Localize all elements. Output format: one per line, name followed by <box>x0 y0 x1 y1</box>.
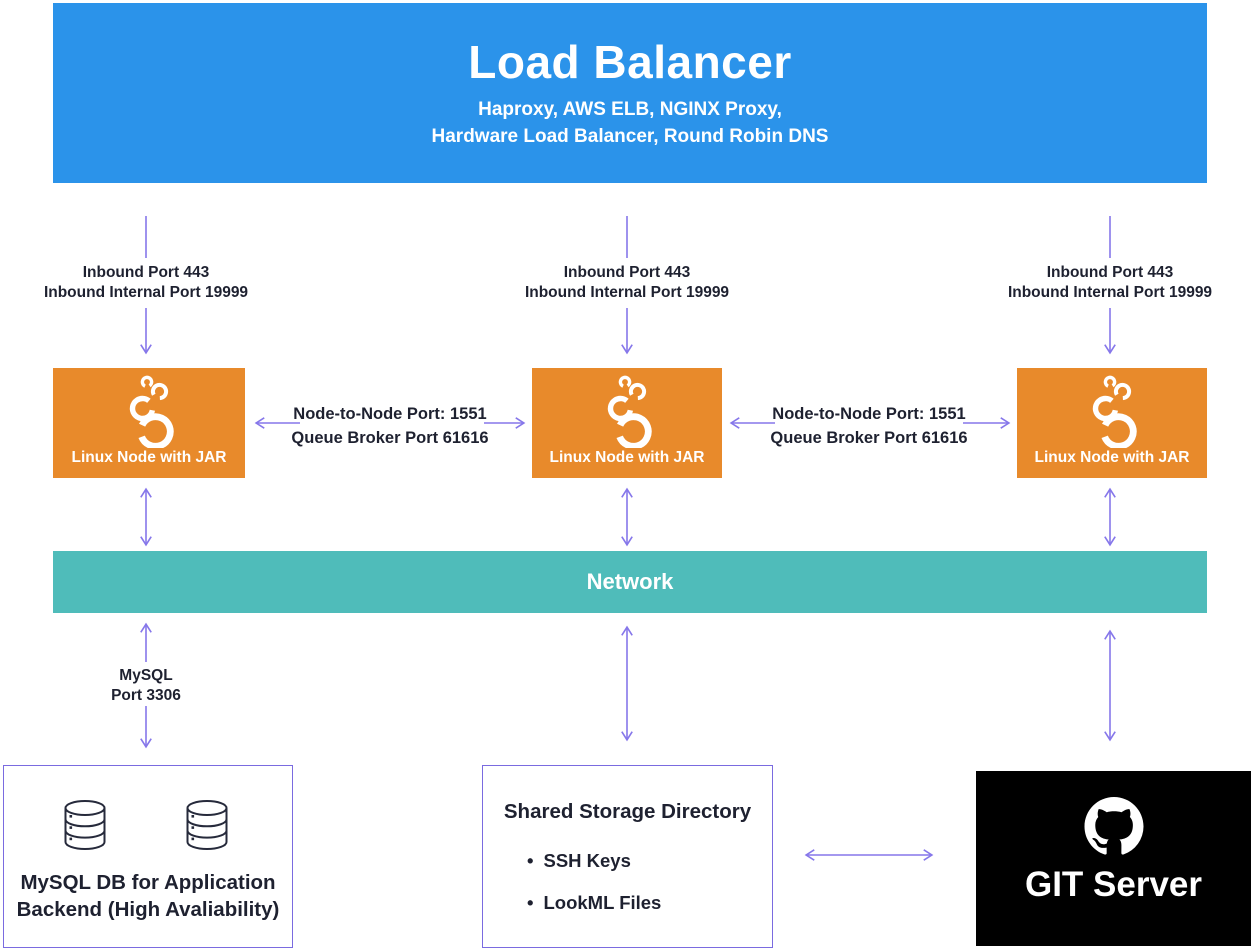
linux-node-box-2: Linux Node with JAR <box>532 368 722 478</box>
shared-storage-item-lookml-files: LookML Files <box>543 892 662 913</box>
load-balancer-subtitle-line2: Hardware Load Balancer, Round Robin DNS <box>431 126 829 147</box>
looker-rings-icon <box>129 375 174 448</box>
node-link-line2: Queue Broker Port 61616 <box>770 429 968 447</box>
mysql-port-line2: Port 3306 <box>111 687 181 704</box>
linux-node-label: Linux Node with JAR <box>71 449 227 466</box>
inbound-ports-line1: Inbound Port 443 <box>1046 264 1174 281</box>
git-server-label: GIT Server <box>1024 865 1203 904</box>
inbound-ports-line1: Inbound Port 443 <box>563 264 691 281</box>
shared-storage-box: Shared Storage Directory • SSH Keys • Look… <box>482 765 773 948</box>
shared-storage-list: • SSH Keys • LookML Files <box>527 840 772 924</box>
inbound-ports-label-3: Inbound Port 443 Inbound Internal Port 1… <box>960 263 1251 303</box>
list-item: • LookML Files <box>527 882 772 924</box>
linux-node-label: Linux Node with JAR <box>549 449 705 466</box>
load-balancer-subtitle-line1: Haproxy, AWS ELB, NGINX Proxy, <box>478 99 782 120</box>
linux-node-box-1: Linux Node with JAR <box>53 368 245 478</box>
mysql-db-caption: MySQL DB for Application Backend (High A… <box>4 869 292 923</box>
github-octocat-icon <box>1084 797 1143 855</box>
list-item: • SSH Keys <box>527 840 772 882</box>
looker-rings-icon <box>1092 375 1137 448</box>
inbound-ports-line2: Inbound Internal Port 19999 <box>524 284 730 301</box>
mysql-port-line1: MySQL <box>119 667 173 684</box>
node-link-line1: Node-to-Node Port: 1551 <box>293 405 487 423</box>
database-cylinder-icon <box>186 800 228 850</box>
network-bar: Network <box>53 551 1207 613</box>
node-link-line2: Queue Broker Port 61616 <box>291 429 489 447</box>
looker-rings-icon <box>607 375 652 448</box>
bullet-glyph: • <box>527 892 534 913</box>
inbound-ports-line2: Inbound Internal Port 19999 <box>1007 284 1213 301</box>
linux-node-box-3: Linux Node with JAR <box>1017 368 1207 478</box>
mysql-db-caption-line2: Backend (High Avaliability) <box>16 898 280 921</box>
inbound-ports-label-2: Inbound Port 443 Inbound Internal Port 1… <box>477 263 777 303</box>
inbound-ports-line1: Inbound Port 443 <box>82 264 210 281</box>
node-link-label-2: Node-to-Node Port: 1551 Queue Broker Por… <box>739 402 999 450</box>
load-balancer-box: Load Balancer Haproxy, AWS ELB, NGINX Pr… <box>53 3 1207 183</box>
linux-node-label: Linux Node with JAR <box>1034 449 1190 466</box>
inbound-ports-label-1: Inbound Port 443 Inbound Internal Port 1… <box>0 263 296 303</box>
mysql-port-label: MySQL Port 3306 <box>66 666 226 706</box>
node-link-line1: Node-to-Node Port: 1551 <box>772 405 966 423</box>
shared-storage-title: Shared Storage Directory <box>503 800 752 823</box>
database-cylinder-icon <box>64 800 106 850</box>
mysql-db-box: MySQL DB for Application Backend (High A… <box>3 765 293 948</box>
load-balancer-title: Load Balancer <box>468 36 792 88</box>
bullet-glyph: • <box>527 850 534 871</box>
node-link-label-1: Node-to-Node Port: 1551 Queue Broker Por… <box>260 402 520 450</box>
shared-storage-item-ssh-keys: SSH Keys <box>543 850 631 871</box>
git-server-box: GIT Server <box>976 771 1251 946</box>
network-label: Network <box>586 569 674 594</box>
mysql-db-caption-line1: MySQL DB for Application <box>20 871 276 894</box>
inbound-ports-line2: Inbound Internal Port 19999 <box>43 284 249 301</box>
